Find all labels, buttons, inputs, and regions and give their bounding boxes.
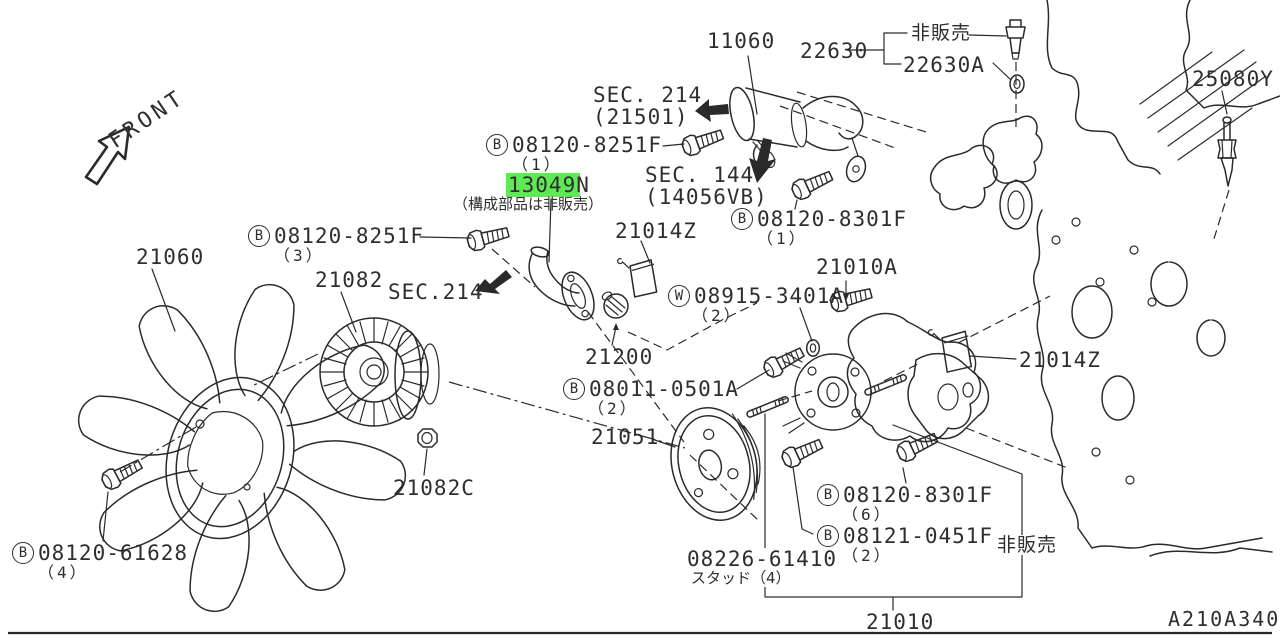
part-number: 08120-8251F	[512, 133, 663, 157]
fastener-qty: （6）	[842, 505, 893, 524]
part-label-21010a[interactable]: 21010A	[816, 255, 898, 279]
fastener-qty: （2）	[842, 546, 893, 565]
components-not-sold-note: （構成部品は非販売）	[453, 195, 604, 213]
stud-qty-note: スタッド（4）	[688, 570, 794, 587]
part-label-21060[interactable]: 21060	[136, 245, 205, 269]
part-label-21014z-front[interactable]: 21014Z	[615, 219, 697, 243]
fastener-qty: （2）	[692, 306, 743, 325]
fastener-qty: （1）	[757, 229, 808, 248]
part-number: 08120-8251F	[274, 224, 425, 248]
thermo-sensor-art	[1006, 20, 1025, 59]
fastener-qty: （4）	[38, 563, 89, 582]
circled-b-icon: B	[486, 134, 508, 157]
leader-arrowheads	[613, 294, 849, 330]
part-number: 08120-61628	[38, 541, 189, 565]
part-label-11060[interactable]: 11060	[707, 29, 776, 53]
fastener-label-08915-3401A-x2[interactable]: W 08915-3401A	[668, 285, 844, 307]
part-label-25080y[interactable]: 25080Y	[1192, 67, 1274, 91]
section-ref-214-thermostat: SEC. 214 (21501)	[593, 84, 702, 129]
water-pump-art	[783, 314, 988, 442]
part-label-21082[interactable]: 21082	[315, 268, 384, 292]
section-arrows	[475, 99, 776, 294]
fastener-label-08120-8251F-x1[interactable]: B 08120-8251F	[486, 134, 662, 156]
fastener-label-08120-8301F-x6[interactable]: B 08120-8301F	[814, 483, 997, 507]
part-label-21010[interactable]: 21010	[866, 610, 935, 634]
engine-block-art	[931, 0, 1280, 556]
fastener-label-08121-0451F-x2[interactable]: B 08121-0451F	[814, 524, 997, 548]
not-sold-label-top: 非販売	[911, 22, 972, 44]
part-number: 08121-0451F	[843, 524, 994, 548]
dashed-lines	[120, 62, 1229, 520]
spark-plug-art	[1218, 117, 1236, 186]
part-label-21082c[interactable]: 21082C	[393, 476, 475, 500]
part-number: 08011-0501A	[589, 377, 740, 401]
circled-b-icon: B	[731, 208, 753, 231]
section-ref-line1: SEC. 144	[645, 163, 755, 187]
part-number: 08120-8301F	[757, 207, 908, 231]
fan-coupling-art	[320, 318, 439, 426]
thermostat-art	[601, 290, 628, 318]
highlight-marker: 13049N	[506, 173, 592, 197]
fan-art	[72, 278, 412, 618]
section-ref-line2: (14056VB)	[645, 185, 768, 210]
fastener-label-08120-61628-x4[interactable]: B 08120-61628	[12, 542, 188, 564]
sensor-washer-art	[1009, 74, 1025, 94]
part-label-22630a[interactable]: 22630A	[903, 53, 985, 77]
part-number: 08915-3401A	[694, 284, 845, 308]
part-label-21051[interactable]: 21051	[591, 425, 660, 449]
circled-b-icon: B	[817, 525, 839, 548]
fastener-qty: （1）	[512, 155, 563, 174]
part-label-21014z-rear[interactable]: 21014Z	[1019, 348, 1101, 372]
fastener-label-08011-0501A-x2[interactable]: B 08011-0501A	[563, 378, 739, 400]
not-sold-label-bottom: 非販売	[994, 535, 1061, 555]
circled-w-icon: W	[668, 285, 690, 308]
circled-b-icon: B	[563, 378, 585, 401]
section-ref-line1: SEC. 214	[593, 83, 703, 107]
section-ref-144: SEC. 144 (14056VB)	[645, 164, 768, 209]
pulley-art	[659, 398, 771, 530]
circled-b-icon: B	[12, 542, 34, 565]
part-label-21200[interactable]: 21200	[585, 345, 654, 369]
front-arrow-icon	[86, 127, 129, 184]
sealant-tube-front-art	[612, 254, 662, 301]
part-label-13049n-highlighted[interactable]: 13049N	[506, 173, 592, 197]
part-label-08226-61410-stud[interactable]: 08226-61410	[684, 548, 841, 570]
leader-lines	[103, 33, 1227, 610]
circled-b-icon: B	[248, 225, 270, 248]
fastener-label-08120-8251F-x3[interactable]: B 08120-8251F	[248, 225, 424, 247]
water-inlet-elbow-art	[529, 245, 600, 324]
section-ref-214-small: SEC.214	[388, 280, 484, 304]
section-ref-line2: (21501)	[593, 105, 689, 130]
diagram-code: A210A340	[1168, 607, 1280, 631]
coupling-nut-art	[418, 429, 437, 447]
fastener-qty: （2）	[588, 399, 639, 418]
circled-b-icon: B	[817, 484, 839, 507]
fastener-label-08120-8301F-x1[interactable]: B 08120-8301F	[731, 208, 907, 230]
part-number: 08120-8301F	[843, 483, 994, 507]
part-label-22630[interactable]: 22630	[800, 39, 869, 63]
fastener-qty: （3）	[274, 246, 325, 265]
